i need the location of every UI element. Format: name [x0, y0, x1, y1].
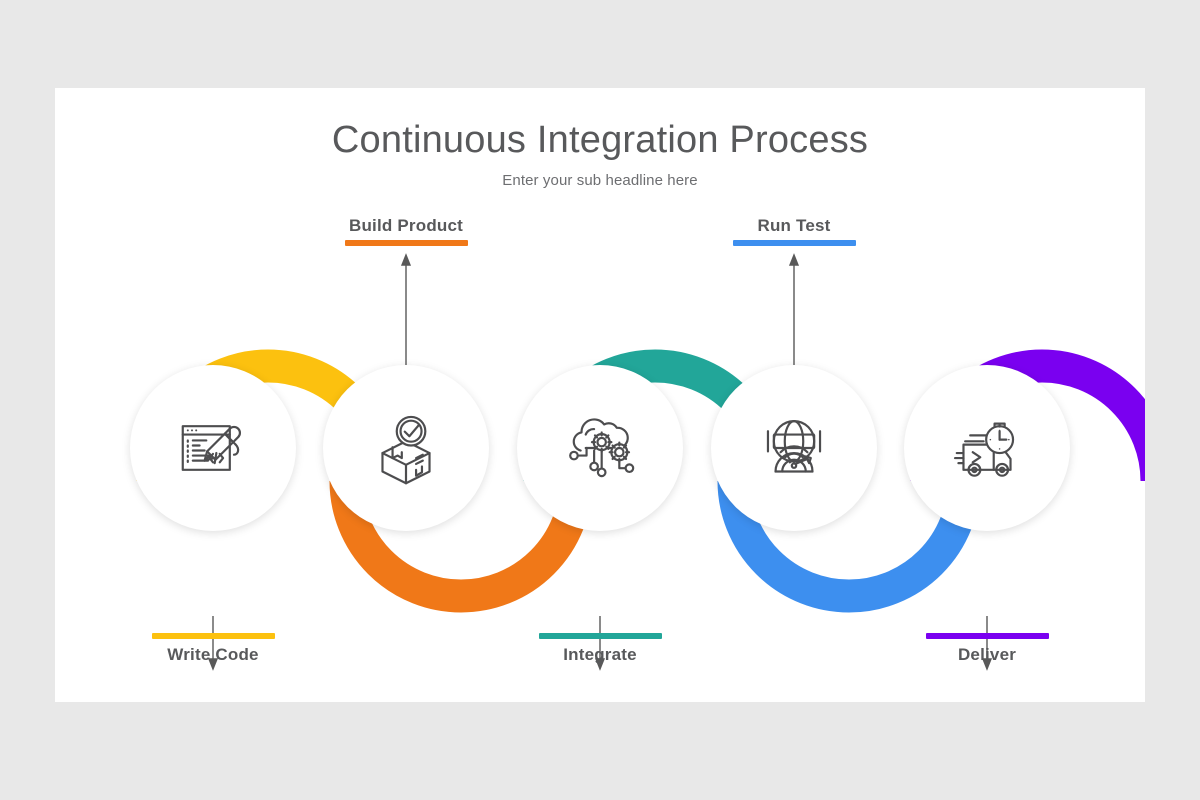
step-label-bar-build-product — [344, 240, 468, 246]
header-block: Continuous Integration Process Enter you… — [55, 88, 1145, 189]
step-label-write-code: Write Code — [98, 633, 328, 665]
globe-signal-radar-icon — [752, 406, 836, 490]
step-label-text-write-code: Write Code — [167, 645, 259, 664]
step-label-bar-integrate — [538, 633, 662, 639]
step-label-text-build-product: Build Product — [348, 216, 464, 235]
step-label-text-integrate: Integrate — [563, 645, 637, 664]
page-subtitle: Enter your sub headline here — [502, 171, 698, 189]
page-title: Continuous Integration Process — [331, 119, 869, 161]
step-label-bar-deliver — [925, 633, 1049, 639]
process-diagram: Write Code Build Product Integrate Run T… — [55, 88, 1145, 702]
step-node-build-product[interactable] — [323, 365, 489, 531]
cloud-gears-network-icon — [558, 406, 642, 490]
code-window-pen-icon — [171, 406, 255, 490]
slide-canvas: Continuous Integration Process Enter you… — [55, 88, 1145, 702]
step-node-write-code[interactable] — [130, 365, 296, 531]
step-label-deliver: Deliver — [872, 633, 1102, 665]
delivery-truck-stopwatch-icon — [945, 406, 1029, 490]
step-label-bar-write-code — [151, 633, 275, 639]
step-label-bar-run-test — [732, 240, 856, 246]
arc-step-2 — [329, 480, 593, 613]
step-label-text-deliver: Deliver — [957, 645, 1017, 664]
step-label-text-run-test: Run Test — [757, 216, 831, 235]
step-node-integrate[interactable] — [517, 365, 683, 531]
package-check-icon — [364, 406, 448, 490]
step-node-deliver[interactable] — [904, 365, 1070, 531]
step-node-run-test[interactable] — [711, 365, 877, 531]
step-label-integrate: Integrate — [485, 633, 715, 665]
step-label-run-test: Run Test — [679, 216, 909, 246]
arc-step-4 — [717, 480, 981, 613]
step-label-build-product: Build Product — [291, 216, 521, 246]
